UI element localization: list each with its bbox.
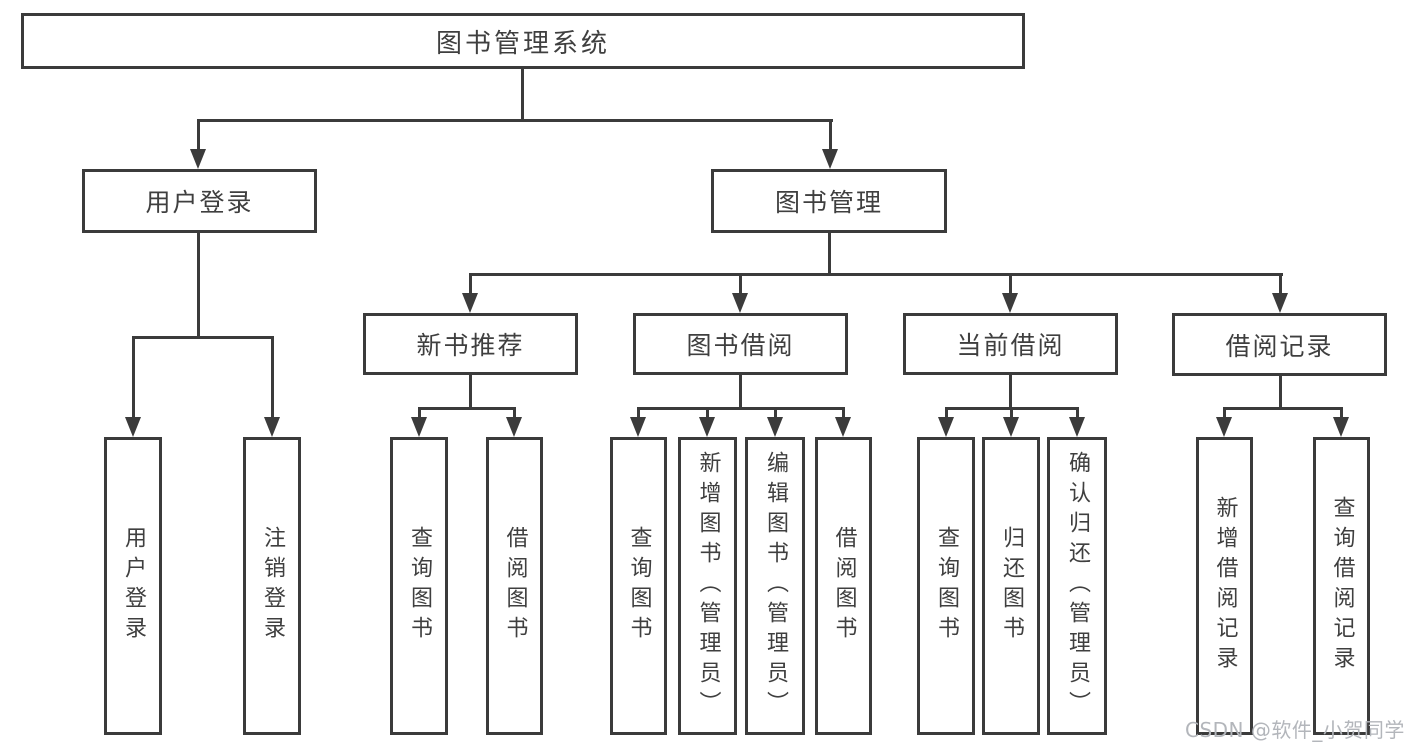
arrow-head-return-book — [1003, 417, 1019, 437]
arrow-stem-book-mgmt — [829, 119, 832, 151]
arrow-head-query-books-b — [630, 417, 646, 437]
connector-book-borrow-bar — [637, 407, 845, 410]
node-logout: 注销登录 — [243, 437, 301, 735]
node-label-add-book-admin: 新增图书（管理员） — [695, 451, 721, 721]
node-label-query-books-b: 查询图书 — [626, 526, 652, 646]
arrow-stem-logout — [271, 336, 274, 419]
arrow-head-user-login — [190, 149, 206, 169]
node-label-add-borrow-record: 新增借阅记录 — [1212, 496, 1238, 676]
node-label-user-login-leaf: 用户登录 — [121, 526, 146, 646]
connector-user-login-stem — [197, 233, 200, 338]
arrow-stem-confirm-return-admin — [1076, 407, 1079, 419]
arrow-head-book-mgmt — [822, 149, 838, 169]
node-add-borrow-record: 新增借阅记录 — [1196, 437, 1253, 735]
node-confirm-return-admin: 确认归还（管理员） — [1047, 437, 1107, 735]
node-label-book-mgmt: 图书管理 — [774, 188, 883, 217]
arrow-head-query-books-c — [938, 417, 954, 437]
arrow-stem-new-book-rec — [469, 273, 472, 295]
node-root: 图书管理系统 — [21, 13, 1025, 69]
arrow-stem-query-books-c — [945, 407, 948, 419]
node-query-books-b: 查询图书 — [610, 437, 667, 735]
arrow-head-confirm-return-admin — [1069, 417, 1085, 437]
node-label-new-book-rec: 新书推荐 — [416, 331, 525, 360]
node-label-query-books-c: 查询图书 — [934, 526, 959, 646]
node-new-book-rec: 新书推荐 — [363, 313, 578, 375]
arrow-stem-edit-book-admin — [774, 407, 777, 419]
arrow-stem-add-book-admin — [706, 407, 709, 419]
arrow-head-logout — [264, 417, 280, 437]
node-label-logout: 注销登录 — [260, 526, 285, 646]
arrow-head-borrow-records — [1272, 293, 1288, 313]
node-borrow-records: 借阅记录 — [1172, 313, 1387, 376]
arrow-head-query-books-a — [411, 417, 427, 437]
arrow-head-edit-book-admin — [767, 417, 783, 437]
node-label-root: 图书管理系统 — [435, 28, 610, 59]
arrow-head-query-borrow-record — [1333, 417, 1349, 437]
arrow-head-borrow-books-a — [506, 417, 522, 437]
node-label-query-borrow-record: 查询借阅记录 — [1329, 496, 1355, 676]
node-query-borrow-record: 查询借阅记录 — [1313, 437, 1370, 735]
node-query-books-c: 查询图书 — [917, 437, 975, 735]
connector-root-stem — [521, 69, 524, 121]
arrow-stem-query-borrow-record — [1340, 407, 1343, 419]
arrow-head-new-book-rec — [462, 293, 478, 313]
connector-book-mgmt-bar — [469, 273, 1283, 276]
arrow-head-user-login-leaf — [125, 417, 141, 437]
connector-new-book-rec-bar — [418, 407, 516, 410]
node-user-login: 用户登录 — [82, 169, 317, 233]
node-label-borrow-books-a: 借阅图书 — [502, 526, 528, 646]
connector-current-borrow-stem — [1009, 375, 1012, 409]
node-label-book-borrow: 图书借阅 — [686, 331, 795, 360]
node-label-borrow-records: 借阅记录 — [1225, 331, 1334, 361]
node-book-borrow: 图书借阅 — [633, 313, 848, 375]
node-return-book: 归还图书 — [982, 437, 1040, 735]
arrow-head-borrow-books-b — [835, 417, 851, 437]
connector-book-borrow-stem — [739, 375, 742, 409]
arrow-stem-user-login — [197, 119, 200, 151]
arrow-head-book-borrow — [732, 293, 748, 313]
arrow-stem-borrow-books-b — [842, 407, 845, 419]
arrow-stem-add-borrow-record — [1223, 407, 1226, 419]
connector-new-book-rec-stem — [469, 375, 472, 409]
arrow-stem-query-books-a — [418, 407, 421, 419]
node-label-borrow-books-b: 借阅图书 — [831, 526, 857, 646]
connector-borrow-records-stem — [1279, 375, 1282, 409]
node-label-user-login: 用户登录 — [145, 188, 254, 217]
csdn-watermark: CSDN @软件_小贺同学 — [1185, 718, 1405, 742]
arrow-stem-borrow-records — [1279, 273, 1282, 295]
arrow-stem-query-books-b — [637, 407, 640, 419]
connector-book-mgmt-stem — [828, 233, 831, 275]
arrow-stem-book-borrow — [739, 273, 742, 295]
node-add-book-admin: 新增图书（管理员） — [678, 437, 737, 735]
node-borrow-books-a: 借阅图书 — [486, 437, 543, 735]
arrow-head-add-book-admin — [699, 417, 715, 437]
arrow-stem-return-book — [1010, 407, 1013, 419]
arrow-head-add-borrow-record — [1216, 417, 1232, 437]
connector-borrow-records-bar — [1223, 407, 1343, 410]
node-edit-book-admin: 编辑图书（管理员） — [745, 437, 805, 735]
node-label-edit-book-admin: 编辑图书（管理员） — [763, 451, 788, 721]
node-query-books-a: 查询图书 — [390, 437, 448, 735]
node-user-login-leaf: 用户登录 — [104, 437, 162, 735]
node-borrow-books-b: 借阅图书 — [815, 437, 872, 735]
connector-user-login-bar — [132, 336, 274, 339]
arrow-stem-user-login-leaf — [132, 336, 135, 419]
node-label-current-borrow: 当前借阅 — [956, 331, 1065, 360]
node-label-return-book: 归还图书 — [999, 526, 1024, 646]
node-label-query-books-a: 查询图书 — [407, 526, 432, 646]
node-label-confirm-return-admin: 确认归还（管理员） — [1065, 451, 1090, 721]
connector-root-bar — [197, 119, 833, 122]
arrow-stem-borrow-books-a — [513, 407, 516, 419]
node-current-borrow: 当前借阅 — [903, 313, 1118, 375]
node-book-mgmt: 图书管理 — [711, 169, 947, 233]
arrow-stem-current-borrow — [1009, 273, 1012, 295]
arrow-head-current-borrow — [1002, 293, 1018, 313]
